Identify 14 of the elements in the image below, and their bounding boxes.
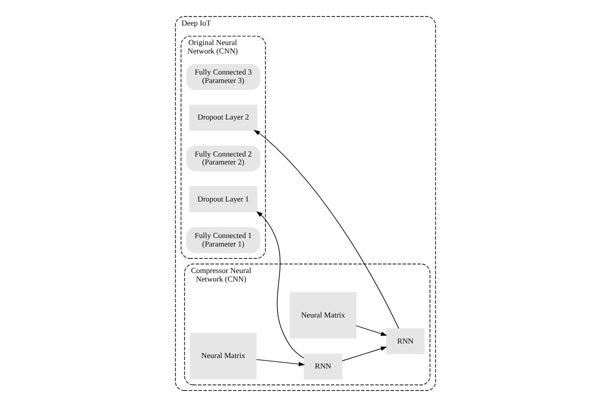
arrow xyxy=(256,359,306,366)
node-box: Fully Connected 3 (Parameter 3) xyxy=(186,64,260,90)
node-box: Fully Connected 1 (Parameter 1) xyxy=(186,227,260,254)
arrow xyxy=(256,211,304,358)
node-box: Dropout Layer 1 xyxy=(189,186,258,212)
node-box: Neural Matrix xyxy=(190,332,257,380)
node-box: Fully Connected 2 (Parameter 2) xyxy=(186,146,260,172)
arrow xyxy=(356,325,388,336)
node-box: RNN xyxy=(304,354,342,380)
node-box: Neural Matrix xyxy=(290,292,356,338)
arrow xyxy=(342,346,388,362)
node-box: Dropout Layer 2 xyxy=(189,104,258,131)
node-box: RNN xyxy=(386,328,425,354)
arrow xyxy=(254,130,400,329)
